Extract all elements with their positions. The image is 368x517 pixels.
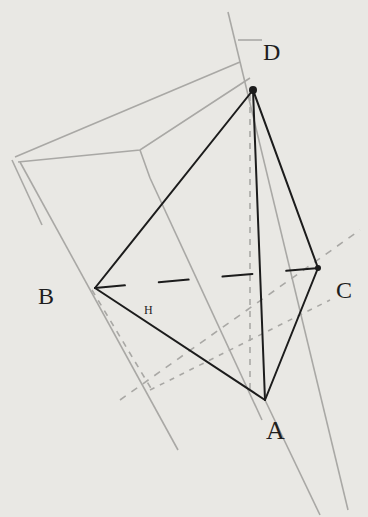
- hidden-edge-line: [95, 268, 318, 288]
- construction-line: [150, 300, 330, 390]
- edge-line: [253, 90, 318, 268]
- construction-line: [249, 95, 251, 395]
- edge-line: [95, 90, 253, 288]
- construction-line: [18, 78, 250, 162]
- construction-line: [150, 178, 262, 420]
- construction-lines: [12, 12, 360, 515]
- edge-line: [95, 288, 265, 400]
- construction-line: [15, 62, 240, 157]
- vertex-label: A: [266, 418, 285, 444]
- construction-line: [238, 39, 262, 41]
- construction-line: [140, 150, 150, 178]
- vertex-label: H: [144, 304, 153, 316]
- construction-line: [20, 162, 178, 450]
- vertex-dot: [249, 86, 257, 94]
- edge-line: [265, 268, 318, 400]
- construction-line: [228, 12, 348, 510]
- construction-line: [120, 230, 360, 400]
- construction-line: [12, 160, 42, 225]
- vertex-label: B: [38, 284, 54, 308]
- tetrahedron-edges: [95, 90, 318, 400]
- vertex-label: C: [336, 278, 352, 302]
- edge-line: [253, 90, 265, 400]
- construction-line: [265, 400, 320, 515]
- vertex-label: D: [263, 40, 280, 64]
- vertex-dot: [315, 265, 321, 271]
